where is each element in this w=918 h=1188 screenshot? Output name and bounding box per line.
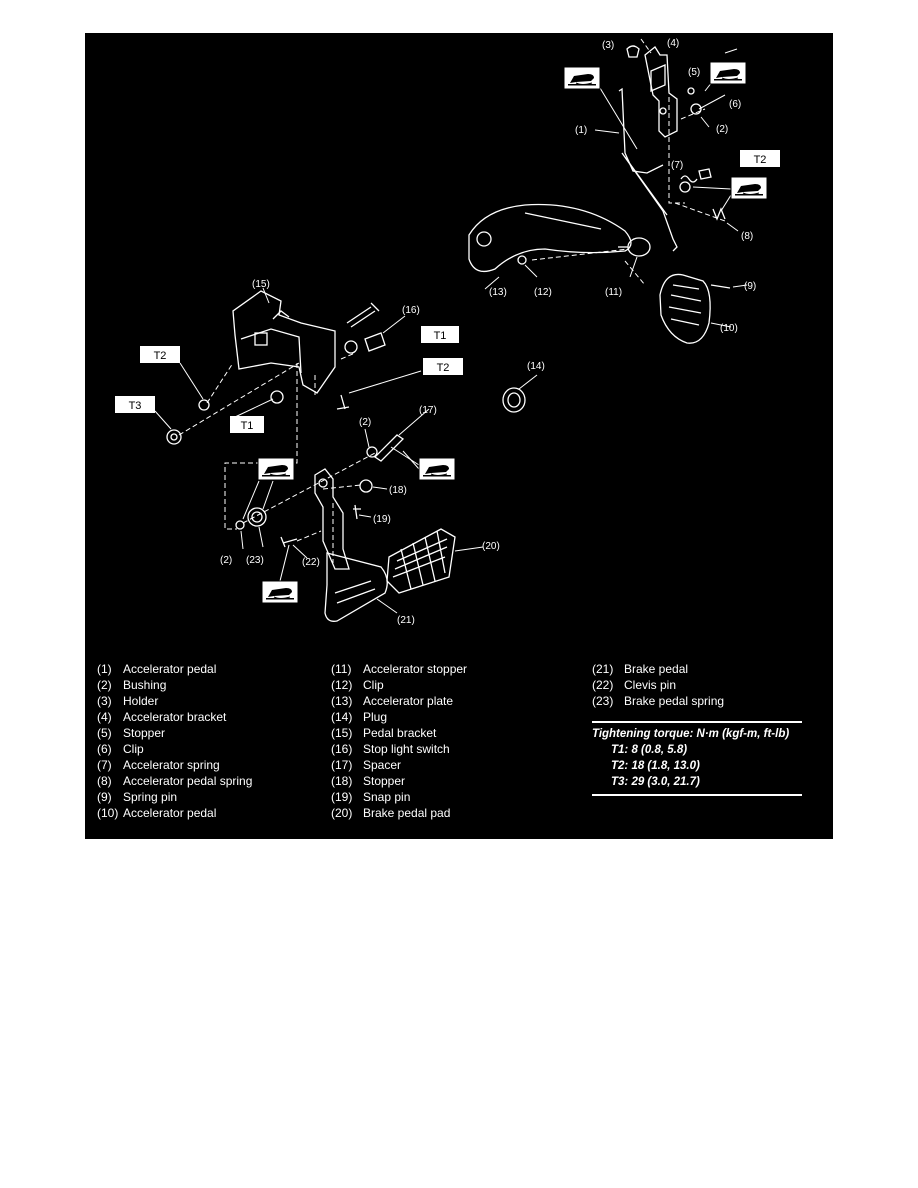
- callout-6: (6): [729, 99, 741, 110]
- callout-20: (20): [482, 541, 500, 552]
- callout-23: (23): [246, 555, 264, 566]
- callout-lines-accel: [484, 48, 748, 328]
- legend-item: (4)Accelerator bracket: [97, 710, 227, 724]
- grease-icon: [257, 457, 295, 481]
- legend-item: (22)Clevis pin: [592, 678, 677, 692]
- callout-15: (15): [252, 279, 270, 290]
- divider: [592, 721, 802, 723]
- svg-text:T3: T3: [129, 400, 142, 412]
- legend-item: (2)Bushing: [97, 678, 167, 692]
- legend-item: (5)Stopper: [97, 726, 166, 740]
- torque-item: T3: 29 (3.0, 21.7): [611, 776, 700, 788]
- callout-2: (2): [716, 124, 728, 135]
- callout-13: (13): [489, 287, 507, 298]
- legend-item: (15)Pedal bracket: [331, 726, 437, 740]
- torque-title: Tightening torque: N·m (kgf-m, ft-lb): [592, 728, 790, 740]
- grease-icon: [709, 61, 747, 85]
- legend-item: (7)Accelerator spring: [97, 758, 220, 772]
- tightening-torque-box: Tightening torque: N·m (kgf-m, ft-lb) T1…: [592, 721, 802, 796]
- legend-item: (9)Spring pin: [97, 790, 178, 804]
- legend-item: (12)Clip: [331, 678, 384, 692]
- leader-lines-brake: [178, 352, 376, 563]
- callout-10: (10): [720, 323, 738, 334]
- callout-3: (3): [602, 40, 614, 51]
- torque-mark-t3: T3: [115, 396, 155, 413]
- callout-1: (1): [575, 125, 587, 136]
- svg-text:T2: T2: [154, 350, 167, 362]
- torque-item: T1: 8 (0.8, 5.8): [611, 744, 688, 756]
- callout-2: (2): [220, 555, 232, 566]
- grease-icon: [261, 580, 299, 604]
- grease-icon: [418, 457, 456, 481]
- torque-mark-t1: T1: [421, 326, 459, 343]
- svg-text:T1: T1: [241, 420, 254, 432]
- callout-18: (18): [389, 485, 407, 496]
- callout-19: (19): [373, 514, 391, 525]
- legend-item: (13)Accelerator plate: [331, 694, 454, 708]
- svg-text:T1: T1: [434, 330, 447, 342]
- pedal-bracket-assembly: [166, 290, 526, 622]
- svg-text:T2: T2: [754, 154, 767, 166]
- callout-labels: (3) (4) (5) (6) (2) (1) (7) (8) (13) (12…: [220, 38, 756, 626]
- exploded-pedal-diagram: T2 T3 T1 T1 T2 T2 (3) (4) (5) (6) (2): [115, 38, 780, 626]
- torque-mark-t2: T2: [423, 358, 463, 375]
- legend-item: (21)Brake pedal: [592, 662, 689, 676]
- divider: [592, 794, 802, 796]
- callout-17: (17): [419, 405, 437, 416]
- parts-legend-column-3: (21)Brake pedal (22)Clevis pin (23)Brake…: [592, 661, 724, 709]
- legend-item: (10)Accelerator pedal: [97, 806, 217, 820]
- callout-16: (16): [402, 305, 420, 316]
- legend-item: (23)Brake pedal spring: [592, 694, 725, 708]
- torque-list: T1: 8 (0.8, 5.8) T2: 18 (1.8, 13.0) T3: …: [592, 742, 802, 794]
- leader-lines-accel: [531, 38, 726, 286]
- torque-mark-t2: T2: [140, 346, 180, 363]
- legend-item: (19)Snap pin: [331, 790, 411, 804]
- callout-7: (7): [671, 160, 683, 171]
- legend-item: (1)Accelerator pedal: [97, 662, 217, 676]
- legend-item: (20)Brake pedal pad: [331, 806, 451, 820]
- parts-legend-column-1: (1)Accelerator pedal (2)Bushing (3)Holde…: [97, 661, 252, 821]
- legend-item: (14)Plug: [331, 710, 388, 724]
- svg-text:T2: T2: [437, 362, 450, 374]
- parts-legend-column-2: (11)Accelerator stopper (12)Clip (13)Acc…: [331, 661, 467, 821]
- callout-11: (11): [605, 287, 622, 298]
- legend-item: (6)Clip: [97, 742, 144, 756]
- callout-22: (22): [302, 557, 320, 568]
- callout-14: (14): [527, 361, 545, 372]
- torque-mark-t2: T2: [740, 150, 780, 167]
- callout-2: (2): [359, 417, 371, 428]
- legend-item: (18)Stopper: [331, 774, 406, 788]
- callout-8: (8): [741, 231, 753, 242]
- figure-panel: T2 T3 T1 T1 T2 T2 (3) (4) (5) (6) (2): [85, 33, 833, 839]
- legend-item: (8)Accelerator pedal spring: [97, 774, 253, 788]
- callout-12: (12): [534, 287, 552, 298]
- grease-arrows: [242, 62, 732, 586]
- legend-item: (11)Accelerator stopper: [331, 662, 468, 676]
- callout-5: (5): [688, 67, 700, 78]
- torque-mark-t1: T1: [230, 416, 264, 433]
- legend-item: (17)Spacer: [331, 758, 402, 772]
- callout-9: (9): [744, 281, 756, 292]
- callout-lines-brake: [154, 287, 538, 614]
- legend-item: (3)Holder: [97, 694, 159, 708]
- legend-item: (16)Stop light switch: [331, 742, 450, 756]
- accelerator-bracket-assembly: [468, 45, 731, 344]
- callout-4: (4): [667, 38, 679, 49]
- torque-item: T2: 18 (1.8, 13.0): [611, 760, 700, 772]
- grease-icon: [730, 176, 768, 200]
- callout-21: (21): [397, 615, 415, 626]
- grease-icon: [563, 66, 601, 90]
